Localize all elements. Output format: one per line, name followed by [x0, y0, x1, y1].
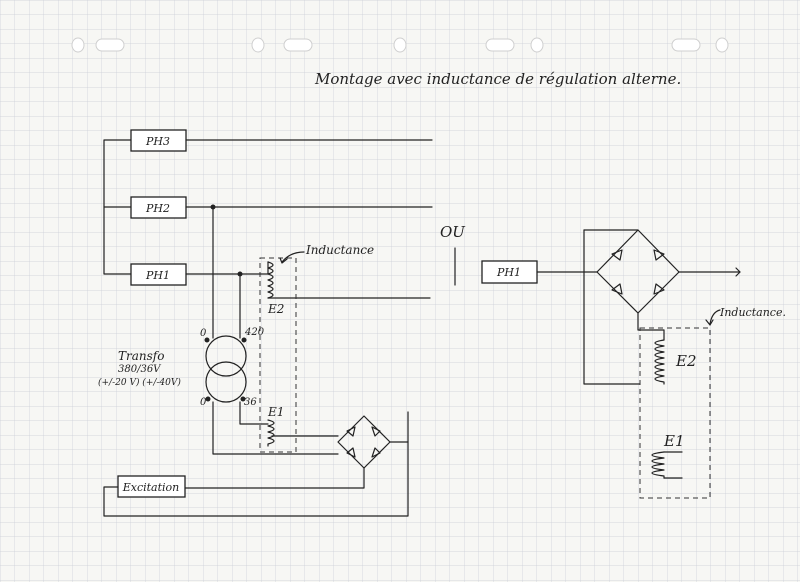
- right-inductance-pointer-arrow: [709, 309, 721, 325]
- transformer-secondary-winding: [205, 361, 247, 403]
- secondary-wire-left: [212, 401, 339, 455]
- transformer-ratio: 380/36V: [118, 364, 162, 375]
- right-circuit: PH1 E2 E1 Inductance.: [481, 229, 786, 499]
- phase-box-ph1: PH1: [130, 263, 187, 286]
- left-circuit: PH3 PH2 PH1 Inductance E2: [98, 129, 433, 517]
- right-phase-box-ph1: PH1: [481, 260, 538, 284]
- inductance-e2-coil: [267, 261, 274, 299]
- tap-secondary-zero: 0: [200, 397, 207, 408]
- tap-primary-420: 420: [244, 327, 265, 338]
- tap-primary-zero: 0: [200, 328, 207, 339]
- transformer-label: Transfo: [118, 349, 164, 363]
- right-inductance-e2-coil: [654, 339, 665, 385]
- phase-box-ph2: PH2: [130, 196, 187, 219]
- e1-label: E1: [267, 405, 284, 419]
- phase-box-ph3: PH3: [130, 129, 187, 152]
- svg-text:PH1: PH1: [496, 266, 521, 279]
- excitation-box: Excitation: [117, 475, 186, 498]
- separator-label: OU: [440, 223, 466, 241]
- svg-text:PH2: PH2: [145, 202, 170, 215]
- inductance-pointer-arrow: [281, 251, 305, 263]
- tap-secondary-36: 36: [244, 397, 257, 408]
- transformer-taps-note: (+/-20 V) (+/-40V): [98, 377, 181, 388]
- svg-text:Excitation: Excitation: [122, 481, 180, 494]
- right-inductance-e1-coil: [651, 451, 665, 479]
- inductance-e1-coil: [267, 419, 275, 447]
- svg-text:PH3: PH3: [145, 135, 170, 148]
- transformer-primary-winding: [205, 335, 247, 377]
- inductance-dashed-enclosure: [259, 257, 297, 453]
- right-inductance-label: Inductance.: [719, 306, 786, 319]
- right-return-wire: [583, 229, 641, 385]
- excitation-return-wire: [103, 441, 409, 517]
- e2-label: E2: [267, 302, 284, 316]
- inductance-label: Inductance: [305, 243, 374, 257]
- right-inductance-dashed-enclosure: [639, 327, 711, 499]
- right-e1-label: E1: [663, 432, 685, 450]
- diagram-title: Montage avec inductance de régulation al…: [314, 70, 681, 88]
- secondary-wire-right: [239, 401, 269, 425]
- binder-holes: [71, 37, 729, 53]
- excitation-feed-wire: [184, 467, 365, 489]
- svg-text:PH1: PH1: [145, 269, 170, 282]
- right-e2-label: E2: [675, 352, 697, 370]
